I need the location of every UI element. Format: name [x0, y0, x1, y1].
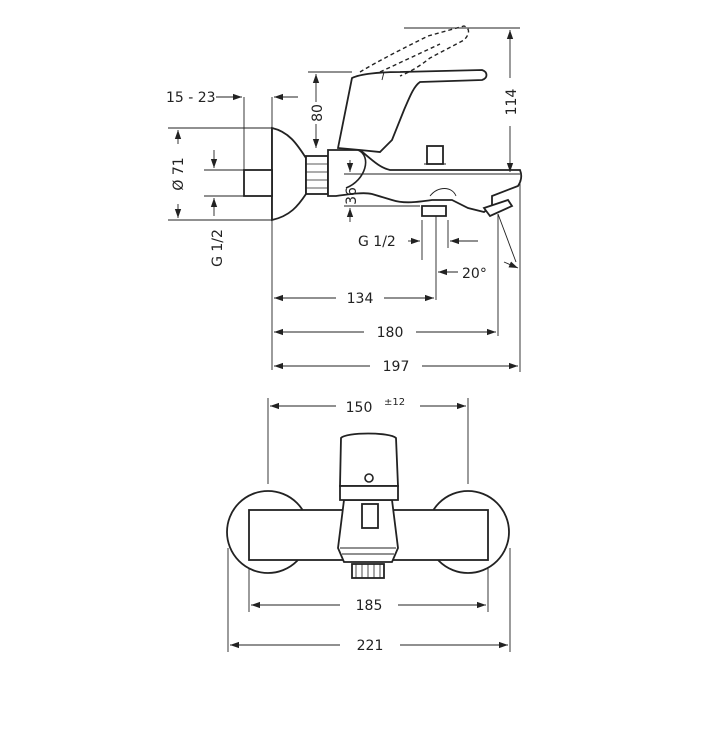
dim-height-80: 80: [310, 104, 326, 122]
side-view: 15 - 23 80 114 Ø 71 G 1/2 36 G 1/2 20° 1…: [166, 25, 523, 375]
inlet-connector: [243, 169, 273, 197]
dim-length-197: 197: [383, 359, 410, 375]
dim-angle: 20°: [462, 266, 487, 282]
lever-raised-outline: [359, 25, 470, 77]
dim-width-185: 185: [356, 598, 383, 614]
dim-length-180: 180: [377, 325, 404, 341]
dim-height-114: 114: [504, 89, 520, 116]
dim-thread-inlet: G 1/2: [210, 229, 226, 267]
dim-centers-tolerance: ±12: [384, 397, 405, 408]
dim-thread-outlet: G 1/2: [358, 234, 396, 250]
dim-centers-value: 150: [346, 400, 373, 416]
front-lever: [339, 432, 399, 529]
dim-diameter-71: Ø 71: [171, 157, 187, 190]
dim-width-221: 221: [357, 638, 384, 654]
extension-lines: [168, 27, 521, 372]
wall-escutcheon: [271, 126, 307, 222]
front-view: 150 ±12 185 221: [226, 397, 511, 654]
side-dimension-lines: [174, 30, 519, 370]
dim-wall-offset: 15 - 23: [166, 90, 216, 106]
lever-handle: [336, 69, 488, 153]
front-spout: [337, 499, 399, 579]
dim-length-134: 134: [347, 291, 374, 307]
dim-height-36: 36: [344, 187, 360, 205]
mixer-body: [327, 145, 523, 218]
eccentric-nut: [305, 155, 329, 195]
